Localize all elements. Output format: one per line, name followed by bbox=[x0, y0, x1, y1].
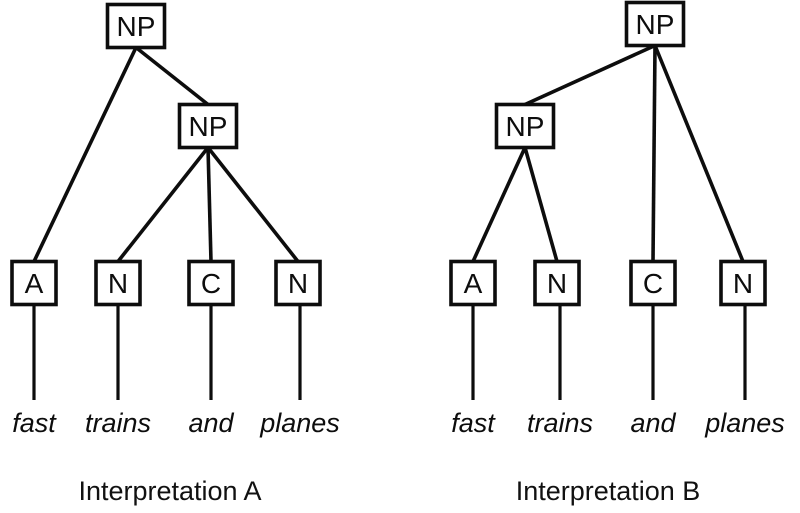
node-label-a-np-sub: NP bbox=[189, 111, 228, 142]
node-label-b-n2: N bbox=[733, 268, 753, 299]
stem-group-interpretation-b bbox=[471, 305, 747, 400]
node-a-n2[interactable]: N bbox=[274, 259, 322, 307]
node-box-b-a[interactable] bbox=[449, 259, 497, 307]
node-label-a-np-root: NP bbox=[117, 11, 156, 42]
edge-group-interpretation-a bbox=[32, 46, 300, 263]
node-label-b-n1: N bbox=[547, 268, 567, 299]
edge-b-np-root-to-b-np-sub bbox=[524, 43, 656, 107]
node-box-b-n2[interactable] bbox=[719, 259, 767, 307]
caption-interpretation-a: Interpretation A bbox=[78, 476, 261, 506]
edge-a-np-root-to-a-a bbox=[32, 46, 138, 263]
node-a-np-root[interactable]: NP bbox=[105, 2, 167, 50]
node-b-c[interactable]: C bbox=[629, 259, 677, 307]
edge-a-np-sub-to-a-n1 bbox=[116, 146, 210, 263]
node-label-b-np-sub: NP bbox=[506, 111, 545, 142]
caption-interpretation-b: Interpretation B bbox=[516, 476, 701, 506]
node-label-b-np-root: NP bbox=[636, 9, 675, 40]
word-b-word-and: and bbox=[630, 408, 676, 438]
node-box-a-np-root[interactable] bbox=[105, 2, 167, 50]
word-b-word-planes: planes bbox=[704, 408, 785, 438]
node-label-a-a: A bbox=[25, 268, 44, 299]
node-box-b-n1[interactable] bbox=[533, 259, 581, 307]
edge-b-np-root-to-b-c bbox=[651, 45, 657, 262]
node-box-a-np-sub[interactable] bbox=[177, 102, 239, 150]
node-box-a-c[interactable] bbox=[187, 259, 235, 307]
edge-b-np-root-to-b-n2 bbox=[653, 44, 745, 263]
node-label-b-a: A bbox=[464, 268, 483, 299]
node-label-b-c: C bbox=[643, 268, 663, 299]
node-b-n2[interactable]: N bbox=[719, 259, 767, 307]
node-b-np-sub[interactable]: NP bbox=[494, 102, 556, 150]
word-a-word-fast: fast bbox=[12, 408, 57, 438]
word-a-word-trains: trains bbox=[85, 408, 151, 438]
edge-a-np-sub-to-a-n2 bbox=[206, 146, 300, 263]
node-a-a[interactable]: A bbox=[10, 259, 58, 307]
edge-a-np-root-to-a-np-sub bbox=[134, 46, 210, 106]
node-a-c[interactable]: C bbox=[187, 259, 235, 307]
edge-b-np-sub-to-b-n1 bbox=[523, 147, 559, 262]
word-a-word-and: and bbox=[188, 408, 234, 438]
node-a-n1[interactable]: N bbox=[94, 259, 142, 307]
word-b-word-trains: trains bbox=[527, 408, 593, 438]
edge-b-np-sub-to-b-a bbox=[471, 146, 527, 263]
node-box-b-np-root[interactable] bbox=[624, 0, 686, 48]
node-box-a-n2[interactable] bbox=[274, 259, 322, 307]
word-b-word-fast: fast bbox=[451, 408, 496, 438]
node-a-np-sub[interactable]: NP bbox=[177, 102, 239, 150]
node-box-b-c[interactable] bbox=[629, 259, 677, 307]
stem-group-interpretation-a bbox=[32, 305, 302, 400]
edge-group-interpretation-b bbox=[471, 43, 745, 263]
word-a-word-planes: planes bbox=[259, 408, 340, 438]
node-b-n1[interactable]: N bbox=[533, 259, 581, 307]
edge-a-np-sub-to-a-c bbox=[206, 147, 213, 262]
node-label-a-n2: N bbox=[288, 268, 308, 299]
node-label-a-c: C bbox=[201, 268, 221, 299]
node-box-a-n1[interactable] bbox=[94, 259, 142, 307]
node-box-b-np-sub[interactable] bbox=[494, 102, 556, 150]
node-b-np-root[interactable]: NP bbox=[624, 0, 686, 48]
node-label-a-n1: N bbox=[108, 268, 128, 299]
node-box-a-a[interactable] bbox=[10, 259, 58, 307]
node-b-a[interactable]: A bbox=[449, 259, 497, 307]
